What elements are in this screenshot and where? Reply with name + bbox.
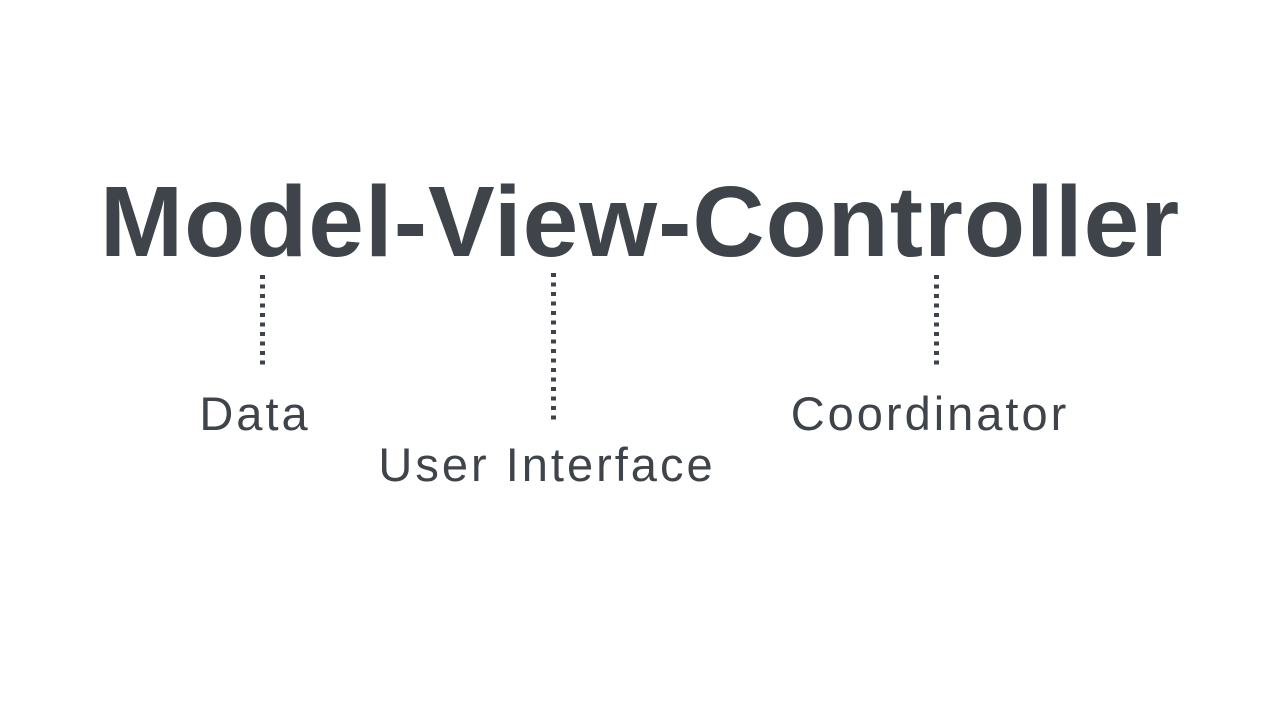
- dotted-connector-view: [551, 273, 556, 420]
- annotation-label-view: User Interface: [378, 438, 716, 491]
- dotted-connector-model: [260, 275, 265, 370]
- dotted-connector-controller: [934, 275, 939, 370]
- annotation-label-controller: Coordinator: [790, 387, 1070, 440]
- annotation-label-model: Data: [199, 387, 311, 440]
- diagram-title: Model-View-Controller: [99, 166, 1181, 278]
